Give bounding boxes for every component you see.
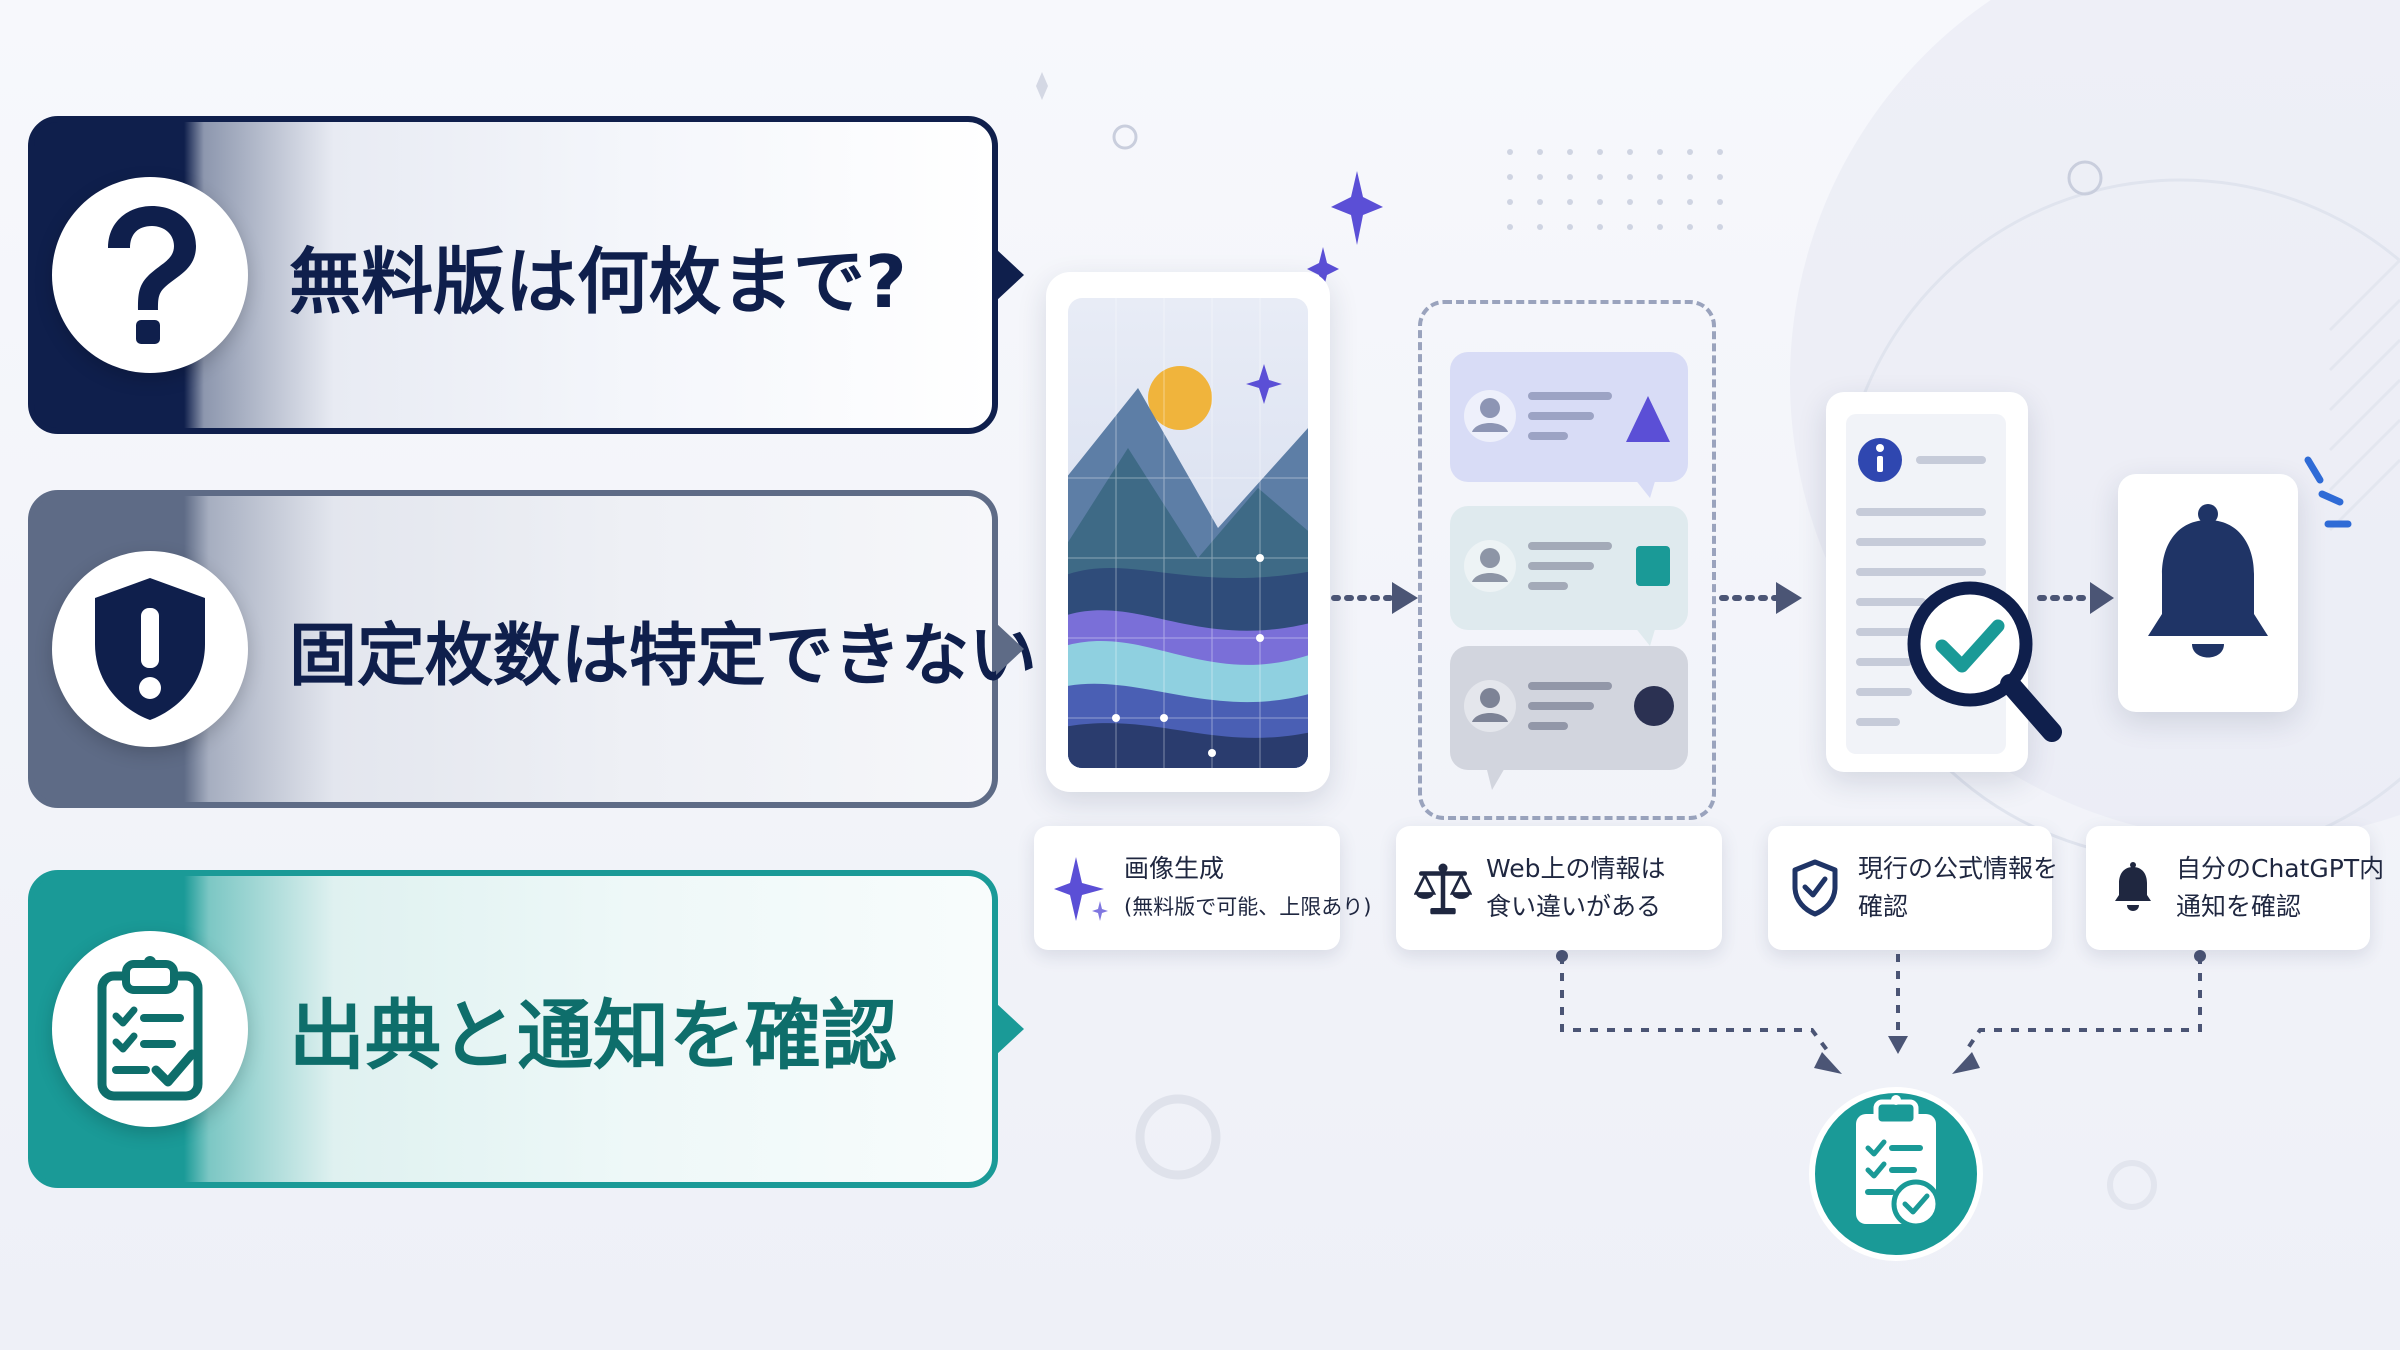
- shield-exclamation-icon: [95, 578, 205, 720]
- label-line: 画像生成: [1124, 854, 1225, 883]
- label-notification: 自分のChatGPT内 通知を確認: [2086, 826, 2384, 950]
- chat-card-circle: [1450, 646, 1688, 790]
- label-line: (無料版で可能、上限あり): [1124, 895, 1372, 919]
- clipboard-icon-badge: [52, 931, 248, 1127]
- label-web-info: Web上の情報は 食い違いがある: [1396, 826, 1722, 950]
- label-line: Web上の情報は: [1486, 854, 1666, 883]
- banner-title: 出典と通知を確認: [289, 991, 897, 1080]
- label-line: 確認: [1858, 892, 1909, 921]
- sparkle-icon: [1307, 171, 1383, 291]
- shield-icon-badge: [52, 551, 248, 747]
- banner-pointer: [996, 1003, 1024, 1055]
- web-info-group-border: [1418, 300, 1716, 820]
- clipboard-check-badge: [1809, 1087, 1983, 1261]
- question-icon: [108, 206, 196, 344]
- chat-card-square: [1450, 506, 1688, 646]
- label-official-info: 現行の公式情報を 確認: [1768, 826, 2058, 950]
- bell-icon: [2115, 862, 2151, 911]
- label-image-generation: 画像生成 (無料版で可能、上限あり): [1034, 826, 1371, 950]
- bell-icon: [2148, 504, 2268, 658]
- banner-title: 無料版は何枚まで?: [289, 239, 907, 324]
- banner-pointer: [996, 249, 1024, 301]
- bell-ring-marks: [2304, 456, 2352, 528]
- document-search-icon: [1846, 414, 2062, 754]
- clipboard-check-icon: [1856, 1095, 1941, 1229]
- banner-pointer: [996, 623, 1024, 675]
- clipboard-check-icon: [97, 956, 203, 1101]
- banner-title: 固定枚数は特定できない: [289, 616, 1038, 696]
- landscape-image-icon: [1068, 298, 1308, 768]
- image-generation-card: [1046, 272, 1330, 792]
- label-line: 通知を確認: [2176, 892, 2302, 921]
- chat-card-triangle: [1450, 352, 1688, 498]
- question-icon-badge: [52, 177, 248, 373]
- banner-not-fixed: 固定枚数は特定できない: [28, 490, 1037, 808]
- sparkle-icon: [1054, 857, 1108, 921]
- banner-free-limit: 無料版は何枚まで?: [28, 116, 1024, 434]
- banner-check-source: 出典と通知を確認: [28, 870, 1024, 1188]
- scales-icon: [1414, 863, 1472, 915]
- shield-check-icon: [1792, 859, 1838, 917]
- label-line: 食い違いがある: [1486, 892, 1662, 921]
- label-line: 現行の公式情報を: [1858, 854, 2059, 883]
- label-line: 自分のChatGPT内: [2176, 854, 2385, 883]
